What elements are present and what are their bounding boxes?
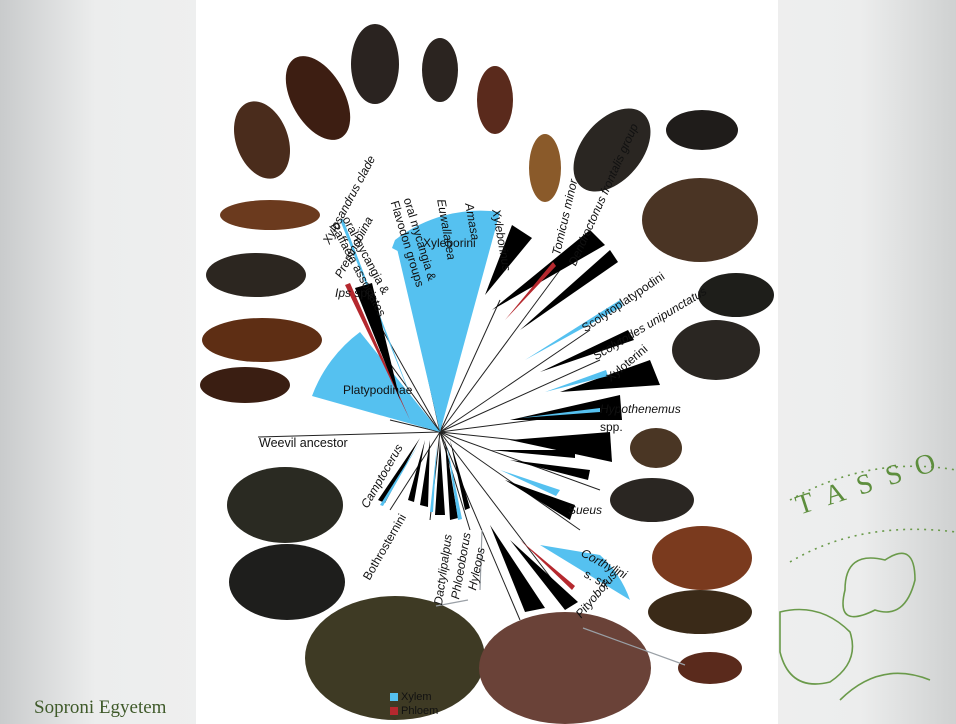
beetle-image xyxy=(666,110,738,150)
beetle-image xyxy=(477,66,513,134)
hypothenemus-label: Hypothenemus xyxy=(600,402,681,416)
ips-label-name: Ips xyxy=(335,286,351,300)
beetle-image xyxy=(678,652,742,684)
wedge-tomicus xyxy=(505,262,556,320)
legend-item-phloem: Phloem xyxy=(390,704,438,718)
legend: Xylem Phloem xyxy=(390,690,438,718)
beetle-image xyxy=(206,253,306,297)
institution-name: Soproni Egyetem xyxy=(34,697,166,719)
beetle-image xyxy=(200,367,290,403)
beetle-image xyxy=(698,273,774,317)
beetle-image xyxy=(529,134,561,202)
beetle-images xyxy=(200,24,774,724)
wedge-mid-black3 xyxy=(510,460,590,480)
wedge-mid-black1 xyxy=(510,432,612,462)
wedge-bottom-blue xyxy=(430,445,462,520)
beetle-image xyxy=(224,94,300,187)
beetle-image xyxy=(227,467,343,543)
legend-label: Phloem xyxy=(401,704,438,718)
wedge-mid-black2 xyxy=(490,450,575,458)
beetle-image xyxy=(351,24,399,104)
beetle-image xyxy=(610,478,694,522)
beetle-image xyxy=(630,428,682,468)
legend-label: Xylem xyxy=(401,690,432,704)
beetle-image xyxy=(229,544,345,620)
phloem-swatch xyxy=(390,707,398,715)
beetle-image xyxy=(672,320,760,380)
beetle-image xyxy=(479,612,651,724)
beetle-image xyxy=(422,38,458,102)
beetle-image xyxy=(202,318,322,362)
weevil-ancestor-label: Weevil ancestor xyxy=(259,436,348,450)
beetle-image xyxy=(648,590,752,634)
sueus-label: Sueus xyxy=(568,503,602,517)
wedge-bottom-fan xyxy=(408,440,470,520)
legend-item-xylem: Xylem xyxy=(390,690,438,704)
beetle-image xyxy=(652,526,752,590)
platypodinae-label: Platypodinae xyxy=(343,383,412,397)
beetle-image xyxy=(642,178,758,262)
xylem-swatch xyxy=(390,693,398,701)
hypothenemus-spp-label: spp. xyxy=(600,420,623,434)
beetle-image xyxy=(220,200,320,230)
